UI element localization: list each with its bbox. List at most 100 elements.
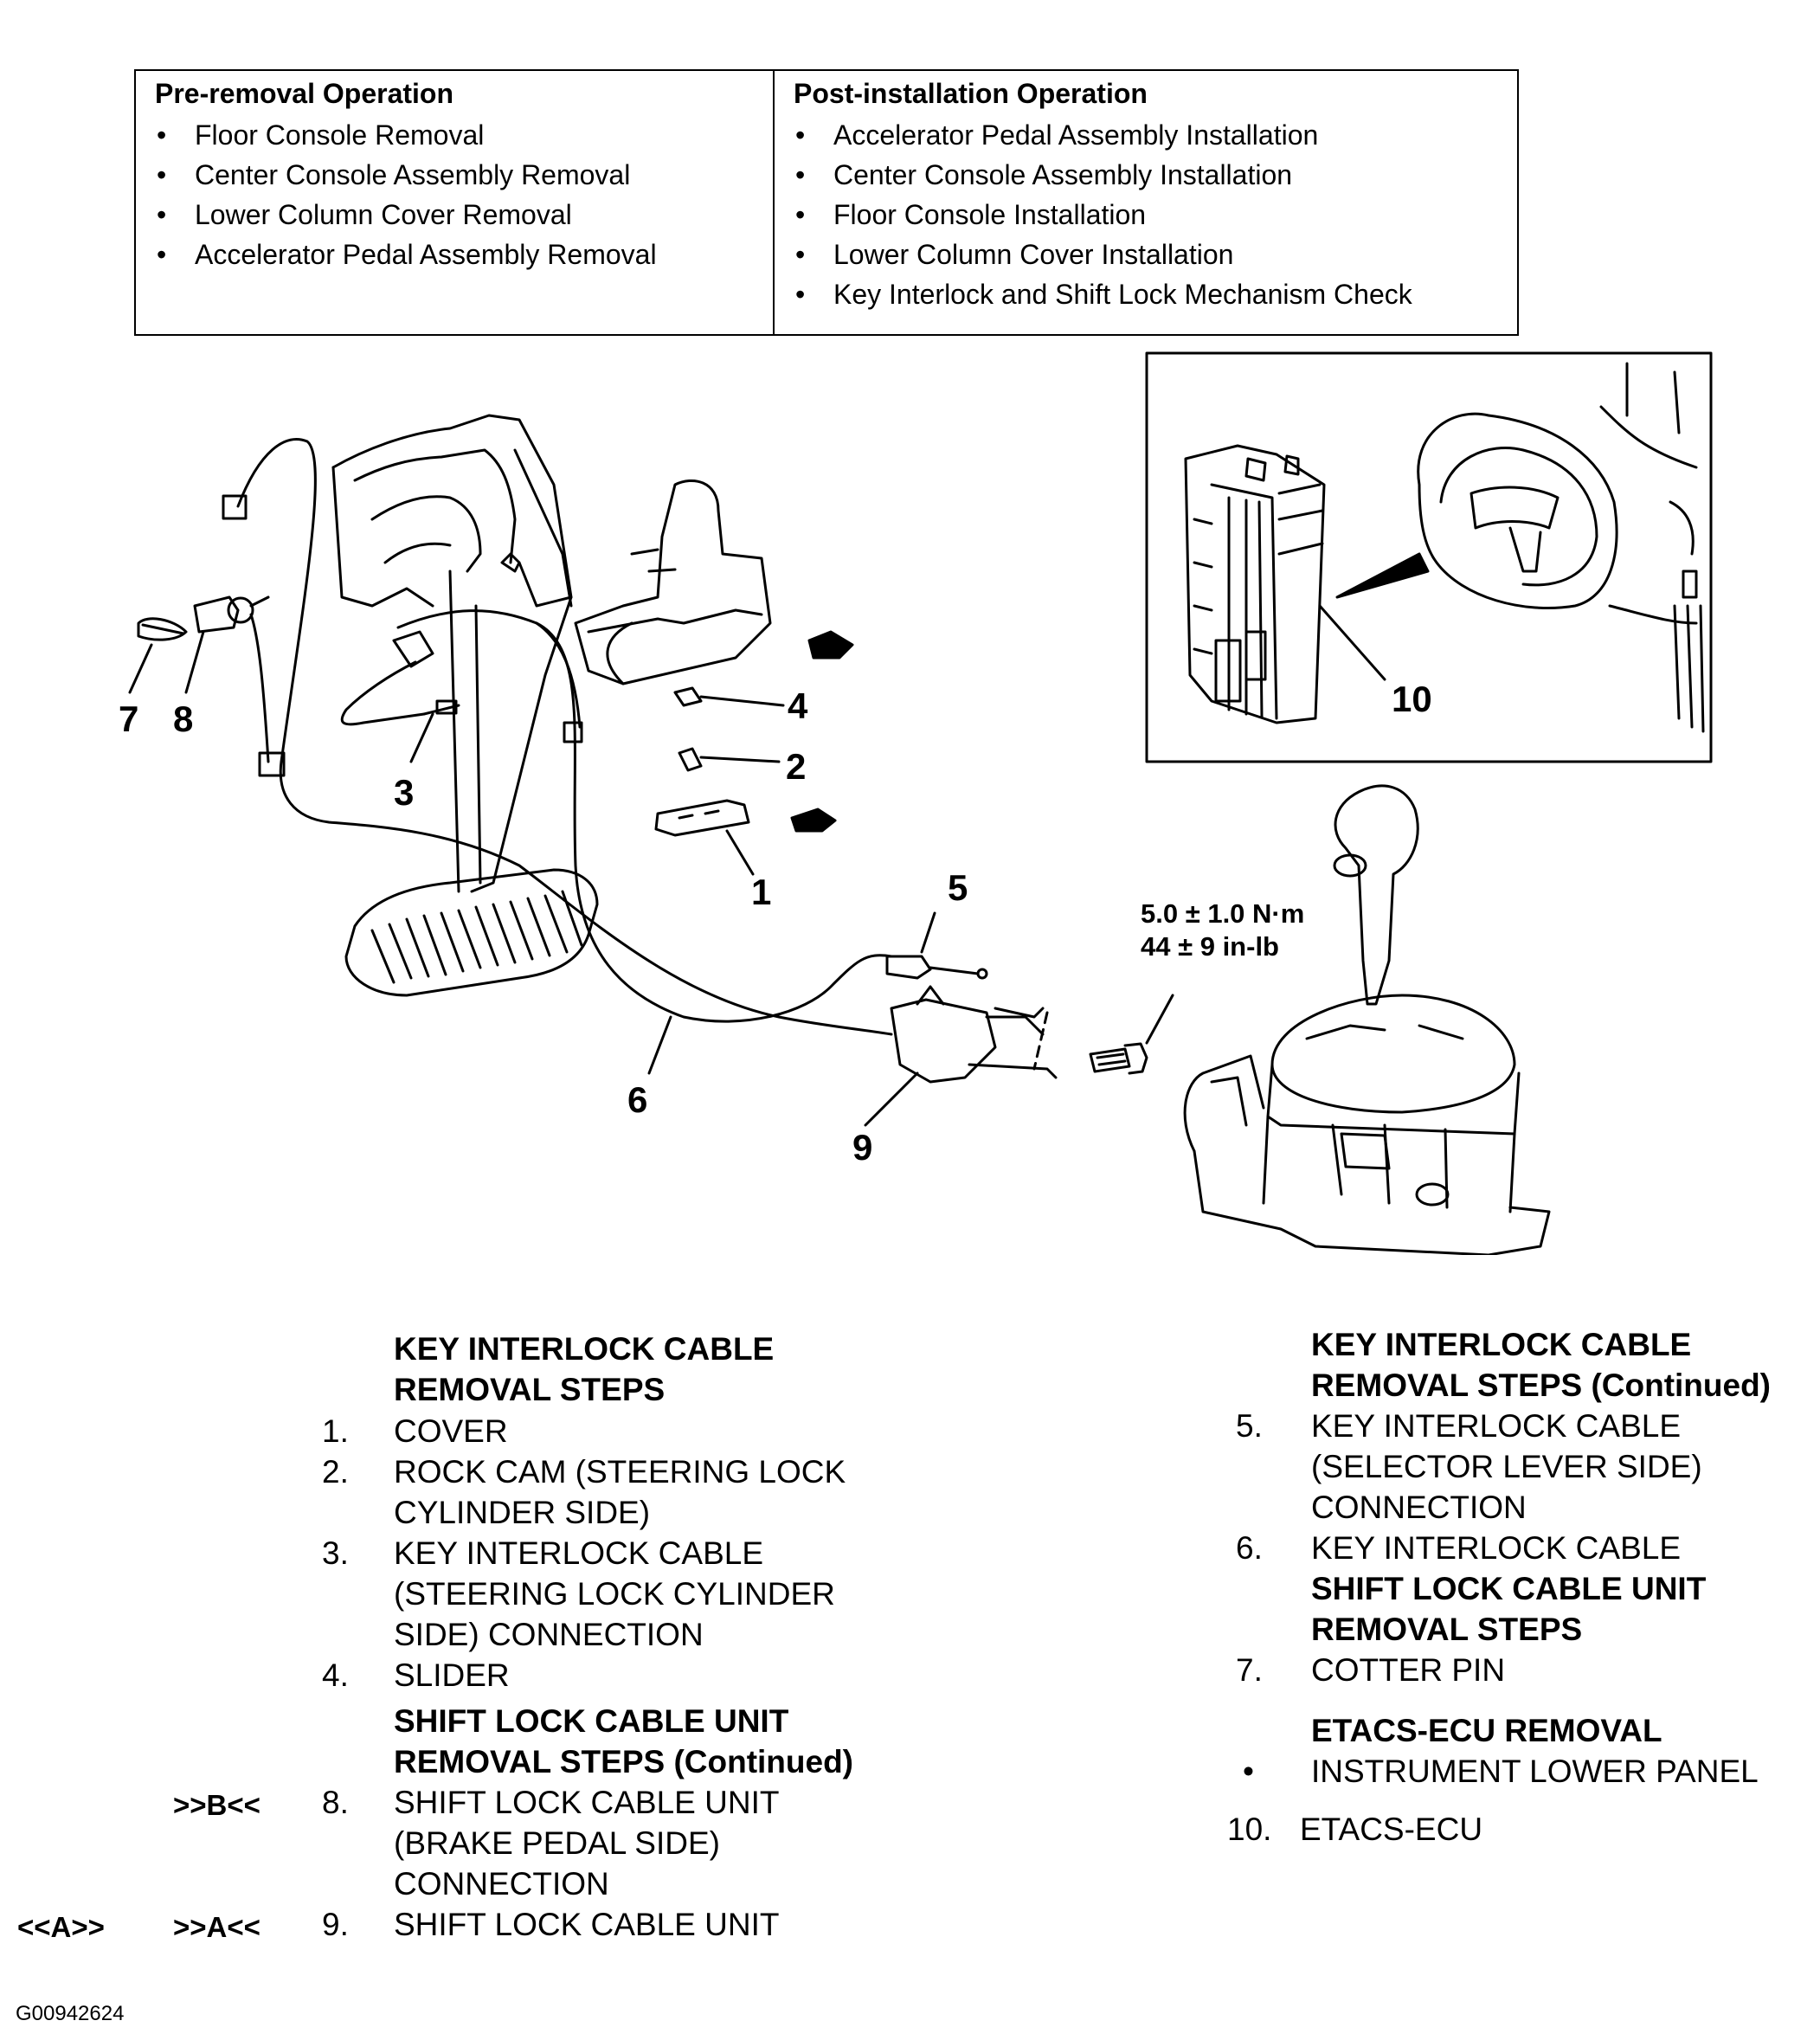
- step-text: ROCK CAM (STEERING LOCK: [394, 1454, 846, 1490]
- figure-id: G00942624: [16, 2002, 125, 2025]
- step-text: KEY INTERLOCK CABLE: [394, 1535, 764, 1571]
- post-installation-column: Post-installation Operation Accelerator …: [775, 71, 1521, 334]
- mounting-bolt-illustration: [1089, 1042, 1148, 1075]
- step-text: SHIFT LOCK CABLE UNIT: [394, 1785, 780, 1820]
- grease-icon: [807, 630, 854, 660]
- callout-10: 10: [1392, 679, 1432, 719]
- leader-7: [128, 643, 153, 694]
- leader-5: [920, 911, 936, 954]
- step-text: SHIFT LOCK CABLE UNIT: [394, 1907, 780, 1942]
- etacs-inset: 10: [1145, 351, 1713, 763]
- list-item: Floor Console Installation: [794, 195, 1521, 235]
- callout-6: 6: [627, 1079, 647, 1120]
- key-interlock-continued-heading: KEY INTERLOCK CABLE: [1311, 1327, 1692, 1362]
- exploded-diagram: 10 7 8 3: [119, 351, 1713, 1255]
- pre-removal-column: Pre-removal Operation Floor Console Remo…: [136, 71, 775, 334]
- step-text: ETACS-ECU: [1300, 1812, 1483, 1847]
- step-number: 9.: [322, 1907, 349, 1942]
- step-number: 6.: [1236, 1530, 1263, 1566]
- step-text: INSTRUMENT LOWER PANEL: [1311, 1754, 1759, 1789]
- service-point-tag: <<A>>: [17, 1911, 105, 1943]
- shift-lock-cable-branch: [249, 613, 270, 763]
- selector-cable-connector-illustration: [885, 955, 988, 980]
- callout-7: 7: [119, 698, 138, 739]
- torque-metric: 5.0 ± 1.0 N·m: [1141, 898, 1304, 929]
- shift-lock-heading: SHIFT LOCK CABLE UNIT: [1311, 1571, 1707, 1606]
- step-number: 4.: [322, 1657, 349, 1693]
- leader-9: [864, 1071, 919, 1127]
- cotter-pin-illustration: [137, 617, 188, 641]
- selector-lever-illustration: [1183, 784, 1551, 1255]
- callout-8: 8: [173, 698, 193, 739]
- etacs-ecu-illustration: [1184, 444, 1326, 724]
- pre-removal-heading: Pre-removal Operation: [155, 78, 453, 109]
- pre-removal-list: Floor Console Removal Center Console Ass…: [155, 115, 773, 274]
- operation-table: Pre-removal Operation Floor Console Remo…: [134, 69, 1519, 336]
- callout-3: 3: [394, 772, 414, 813]
- list-item: Lower Column Cover Removal: [155, 195, 773, 235]
- leader-6: [647, 1015, 672, 1075]
- step-text: CONNECTION: [1311, 1490, 1527, 1525]
- step-text: KEY INTERLOCK CABLE: [1311, 1530, 1682, 1566]
- shift-lock-cable: [236, 438, 893, 1036]
- steering-wheel-illustration: [1417, 362, 1705, 733]
- shift-lock-unit-illustration: [890, 985, 1058, 1084]
- list-item: Floor Console Removal: [155, 115, 773, 155]
- rock-cam-illustration: [678, 747, 703, 772]
- step-text: (SELECTOR LEVER SIDE): [1311, 1449, 1702, 1484]
- key-interlock-heading-line2: REMOVAL STEPS: [394, 1372, 666, 1407]
- step-number: 8.: [322, 1785, 349, 1820]
- brake-pedal-illustration: [331, 414, 599, 997]
- slider-illustration: [673, 686, 703, 707]
- callout-4: 4: [788, 685, 808, 726]
- steering-cable-end-illustration: [340, 630, 460, 726]
- cable-clip: [563, 721, 583, 743]
- step-text: (BRAKE PEDAL SIDE): [394, 1825, 720, 1861]
- step-text: COVER: [394, 1413, 508, 1449]
- cable-clamp: [222, 494, 248, 520]
- grease-icon: [790, 808, 837, 833]
- shift-lock-continued-heading: SHIFT LOCK CABLE UNIT: [394, 1703, 789, 1739]
- step-text: SLIDER: [394, 1657, 510, 1693]
- list-item: Key Interlock and Shift Lock Mechanism C…: [794, 274, 1521, 314]
- step-text: SIDE) CONNECTION: [394, 1617, 704, 1652]
- steering-lock-cylinder-illustration: [574, 479, 772, 685]
- list-item: Lower Column Cover Installation: [794, 235, 1521, 274]
- key-interlock-continued-heading-line2: REMOVAL STEPS (Continued): [1311, 1368, 1772, 1403]
- list-item: Center Console Assembly Removal: [155, 155, 773, 195]
- leader-4: [699, 695, 785, 707]
- service-point-tag: >>B<<: [173, 1789, 260, 1821]
- brake-connector-illustration: [193, 595, 270, 634]
- bullet: •: [1243, 1754, 1254, 1789]
- callout-2: 2: [786, 746, 806, 787]
- step-number: 2.: [322, 1454, 349, 1490]
- torque-leader: [1145, 994, 1174, 1045]
- shift-lock-continued-heading-line2: REMOVAL STEPS (Continued): [394, 1744, 854, 1779]
- step-text: (STEERING LOCK CYLINDER: [394, 1576, 835, 1612]
- callout-9: 9: [852, 1127, 872, 1168]
- inset-pointer: [1335, 552, 1430, 599]
- cable-branch: [535, 621, 582, 729]
- etacs-heading: ETACS-ECU REMOVAL: [1311, 1713, 1662, 1748]
- step-text: CONNECTION: [394, 1866, 609, 1902]
- key-interlock-heading: KEY INTERLOCK CABLE: [394, 1331, 775, 1367]
- torque-imperial: 44 ± 9 in-lb: [1141, 931, 1279, 962]
- leader-10: [1318, 604, 1386, 681]
- shift-lock-heading-line2: REMOVAL STEPS: [1311, 1612, 1583, 1647]
- step-number: 10.: [1227, 1812, 1272, 1847]
- step-number: 1.: [322, 1413, 349, 1449]
- step-text: CYLINDER SIDE): [394, 1495, 651, 1530]
- list-item: Accelerator Pedal Assembly Installation: [794, 115, 1521, 155]
- step-number: 5.: [1236, 1408, 1263, 1444]
- cable-clamp: [258, 751, 286, 777]
- list-item: Accelerator Pedal Assembly Removal: [155, 235, 773, 274]
- leader-3: [409, 712, 434, 763]
- post-installation-list: Accelerator Pedal Assembly Installation …: [794, 115, 1521, 314]
- cover-illustration: [654, 799, 750, 837]
- step-text: KEY INTERLOCK CABLE: [1311, 1408, 1682, 1444]
- post-installation-heading: Post-installation Operation: [794, 78, 1148, 109]
- leader-1: [725, 829, 755, 876]
- callout-1: 1: [751, 872, 771, 912]
- key-interlock-cable: [396, 609, 893, 1023]
- list-item: Center Console Assembly Installation: [794, 155, 1521, 195]
